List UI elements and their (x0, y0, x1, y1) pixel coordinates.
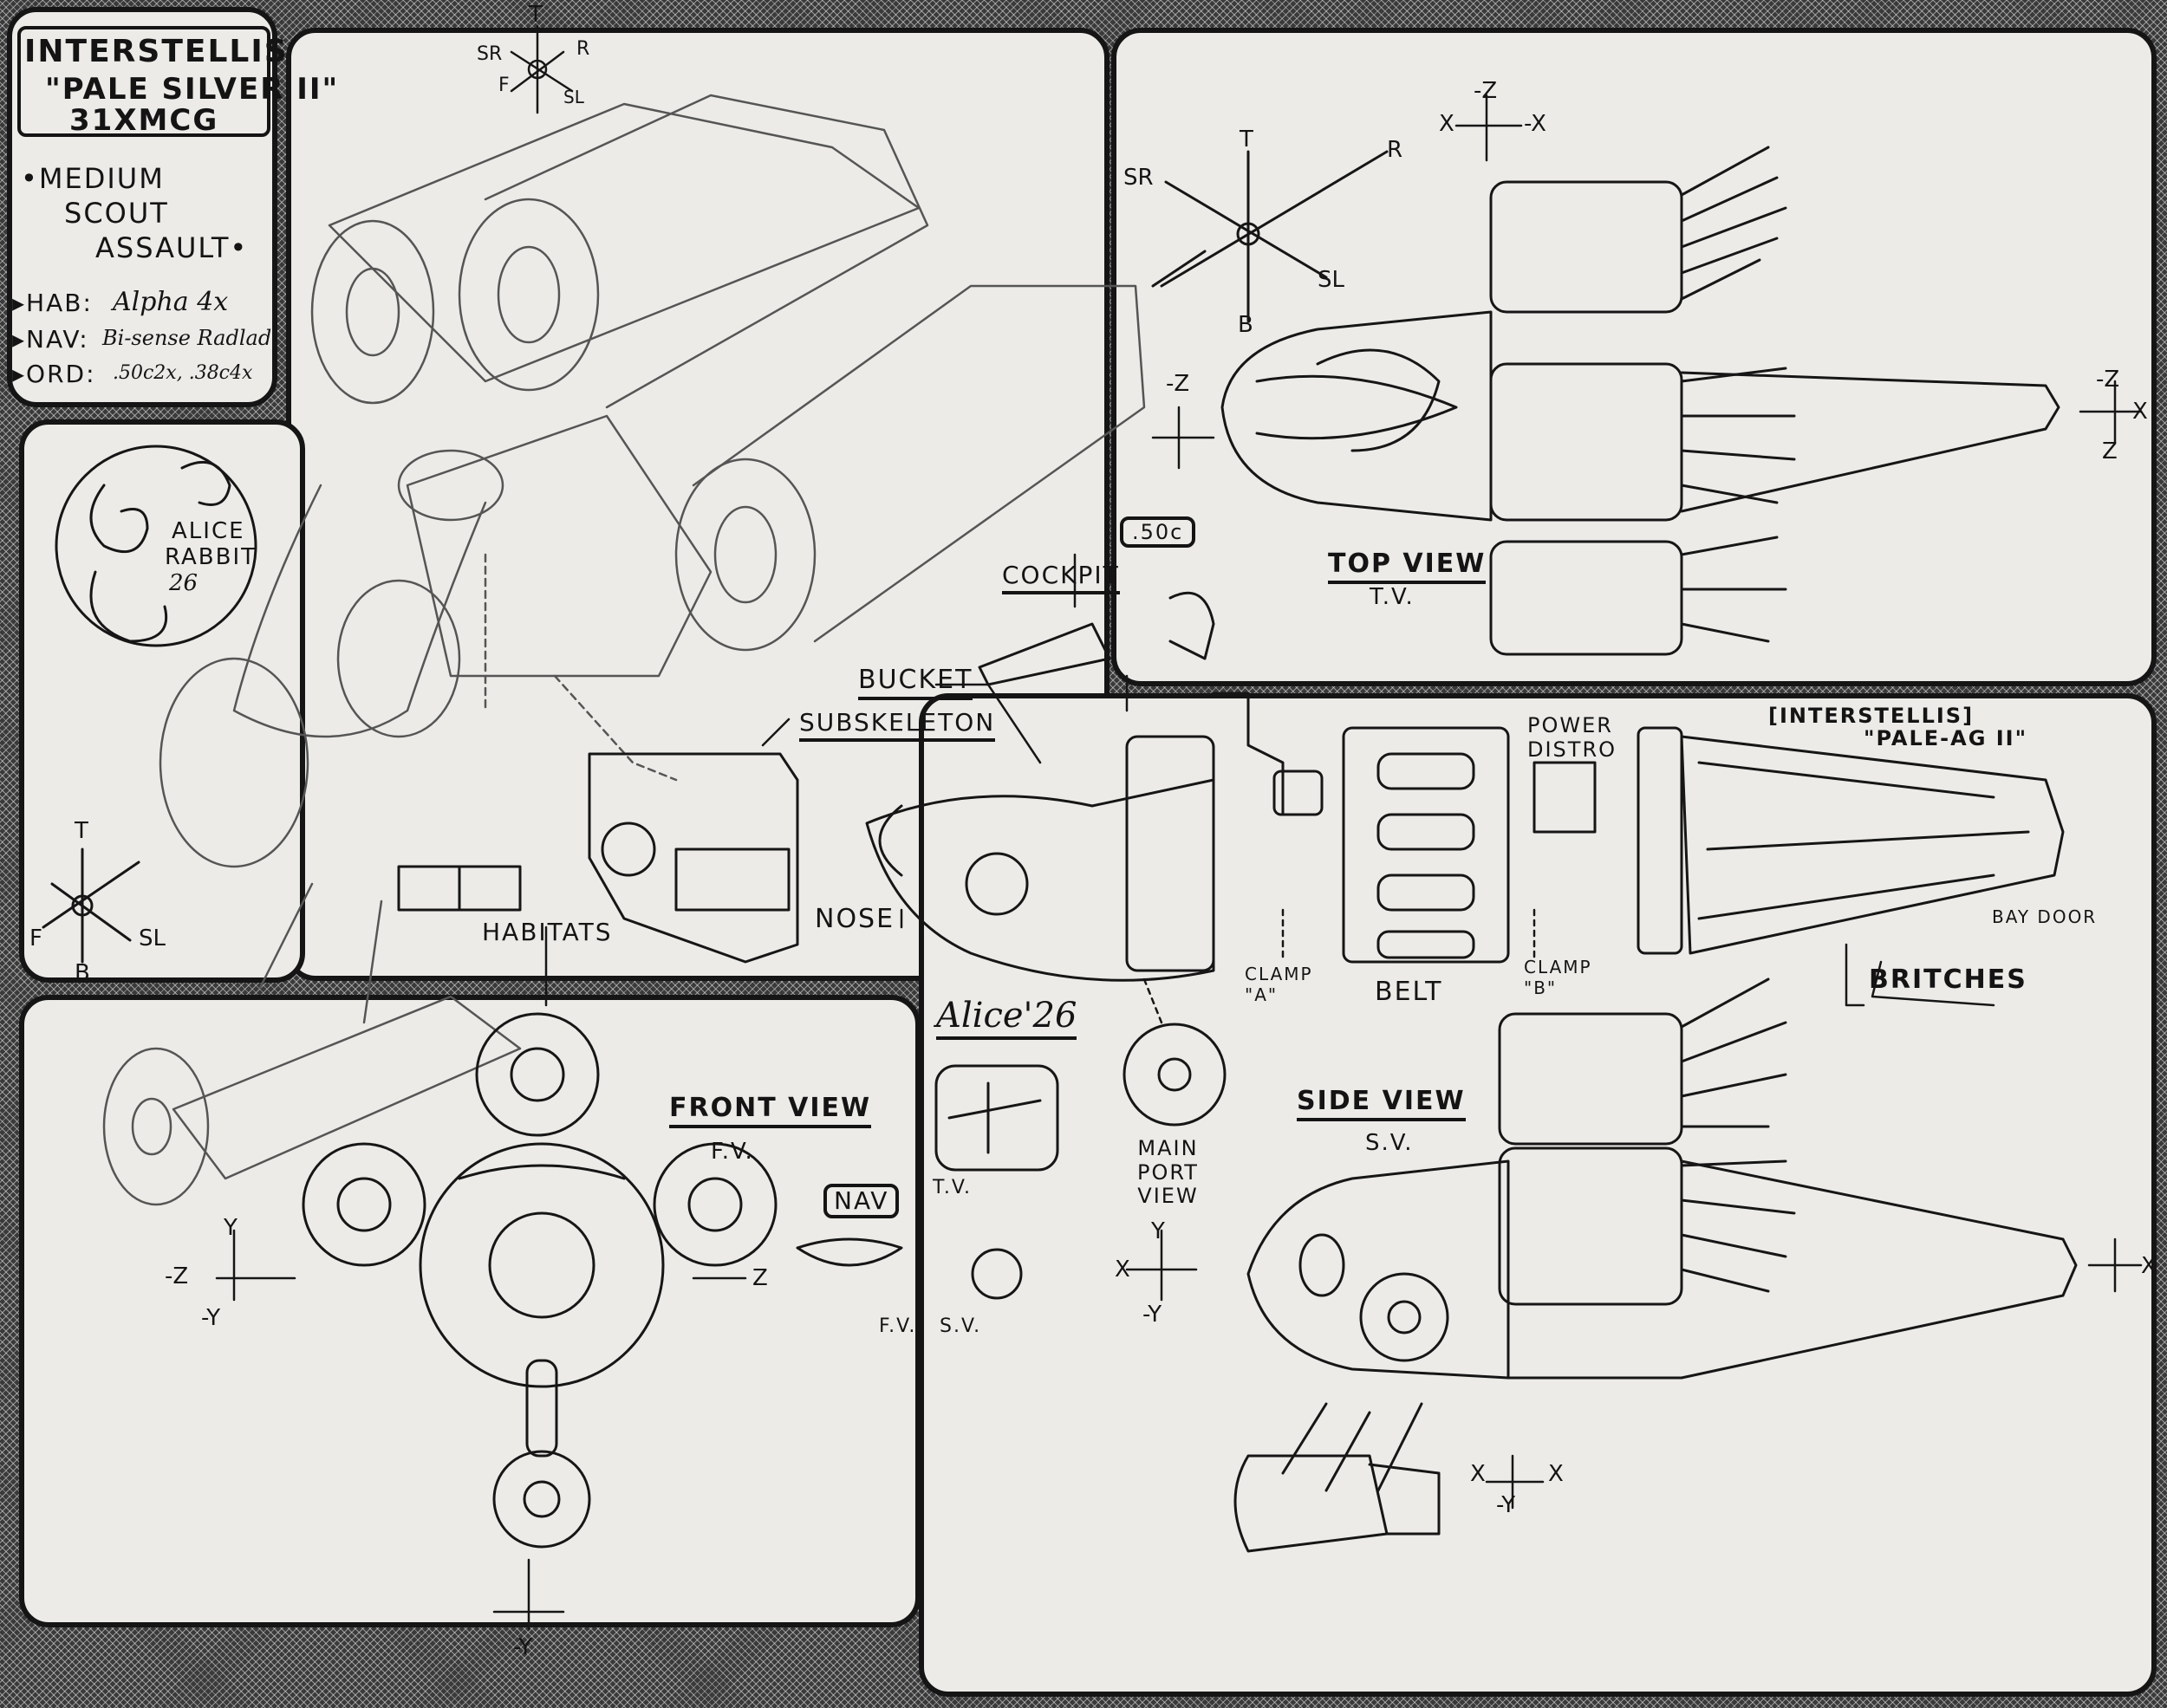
part-label-nose: NOSE (815, 904, 895, 934)
compass-left-b: B (75, 960, 90, 986)
class-line-2: SCOUT (64, 197, 169, 230)
axes-front (215, 1229, 2143, 1631)
signature: Alice'26 (936, 998, 1077, 1040)
compass-small-sr: SR (477, 43, 503, 65)
compass-left-f: F (29, 925, 42, 951)
logo-line-1: ALICE (172, 518, 245, 544)
spec-nav-value: Bi-sense Radlad (102, 326, 272, 350)
compass-top-b: B (1238, 312, 1253, 338)
compass-left (42, 848, 140, 964)
class-line-1: •MEDIUM (21, 162, 165, 195)
ship-code: 31XMCG (69, 103, 219, 138)
front-view-panel (19, 995, 921, 1627)
compass-top-r: R (1387, 137, 1403, 163)
side-view-abbr: S.V. (1365, 1130, 1414, 1156)
logo-line-3: 26 (169, 570, 198, 596)
part-label-main-port-view: MAIN PORT VIEW (1137, 1136, 1199, 1209)
axis-tv-right-z: -Z (2096, 367, 2120, 393)
spec-ord-key: ▸ORD: (12, 360, 96, 388)
compass-top-sl: SL (1318, 267, 1344, 293)
compass-left-sl: SL (139, 925, 166, 951)
compass-small-sl: SL (563, 87, 584, 107)
axis-sv-bottom-x2: X (1548, 1461, 1564, 1487)
isometric-ship (102, 94, 1146, 1206)
class-line-3: ASSAULT• (95, 231, 249, 264)
part-label-bay-door: BAY DOOR (1992, 906, 2098, 927)
part-label-power-distro: POWER DISTRO (1527, 713, 1617, 762)
axis-tv-x-left: X (1439, 111, 1454, 137)
title-block-panel (7, 7, 277, 407)
hull-marking-1: [INTERSTELLIS] (1768, 704, 1975, 728)
hull-marking-2: "PALE-AG II" (1864, 726, 2028, 750)
part-label-clamp-a: CLAMP "A" (1245, 964, 1313, 1005)
logo-spiral (55, 445, 257, 647)
spec-nav-key: ▸NAV: (12, 325, 89, 354)
axis-tv-neg-x: -X (1524, 111, 1546, 137)
front-view-label: FRONT VIEW (669, 1095, 872, 1128)
part-label-habitats: HABITATS (482, 918, 613, 946)
compass-top-small (510, 24, 574, 114)
title-frame (17, 26, 270, 137)
part-label-clamp-b: CLAMP "B" (1524, 957, 1592, 998)
side-view-label: SIDE VIEW (1297, 1088, 1466, 1121)
axis-tv-neg-z: -Z (1474, 78, 1498, 104)
exploded-parts (397, 591, 2065, 1127)
compass-small-r: R (576, 38, 590, 60)
front-view-abbr: F.V. (711, 1139, 754, 1165)
part-label-britches: BRITCHES (1869, 964, 2027, 995)
axis-tv-left-z: -Z (1166, 371, 1190, 397)
axis-fv-bottom: -Y (513, 1634, 533, 1660)
nav-label: NAV (823, 1184, 900, 1218)
part-label-subskeleton: SUBSKELETON (799, 711, 996, 742)
compass-top-t: T (1240, 127, 1253, 153)
axis-fv-z: Z (752, 1265, 768, 1291)
part-label-cockpit: COCKPIT (1002, 563, 1120, 594)
nav-fv: F.V. (879, 1315, 917, 1337)
axis-tv-right-z2: Z (2102, 438, 2118, 464)
axis-sv-x: X (1115, 1257, 1130, 1283)
nav-sv: S.V. (940, 1315, 982, 1337)
top-view-ship (1220, 146, 2060, 656)
top-view-panel (1111, 28, 2157, 686)
top-view-abbr: T.V. (1370, 584, 1415, 610)
part-label-50c: .50c (1120, 516, 1196, 548)
spec-hab-value: Alpha 4x (113, 287, 229, 317)
top-view-label: TOP VIEW (1328, 551, 1487, 584)
axis-sv-bottom-y: -Y (1496, 1492, 1516, 1518)
axis-fv-y: Y (224, 1215, 238, 1241)
nav-inset-tv: T.V. (933, 1177, 973, 1198)
side-view-ship (1233, 977, 2078, 1553)
axis-tv-right-x: X (2132, 399, 2148, 425)
spec-hab-key: ▸HAB: (12, 289, 93, 317)
compass-top-view (1151, 150, 1389, 322)
ship-manufacturer: INTERSTELLIS (24, 34, 289, 69)
axis-sv-y: Y (1151, 1218, 1165, 1244)
exploded-parts-panel (919, 693, 2157, 1697)
axis-fv-neg-z: -Z (165, 1263, 189, 1289)
axis-sv-bottom-x1: X (1470, 1461, 1486, 1487)
compass-left-t: T (75, 818, 88, 844)
axes-top-view (1151, 94, 2143, 470)
compass-small-t: T (529, 2, 543, 28)
axis-sv-neg-y: -Y (1142, 1302, 1162, 1328)
part-label-bucket: BUCKET (858, 667, 973, 700)
left-logo-panel (19, 419, 305, 983)
axis-sv-right: X (2141, 1253, 2157, 1279)
logo-line-2: RABBIT (165, 544, 257, 570)
leader-lines (544, 553, 1995, 1024)
front-view-ship (302, 1012, 1059, 1549)
part-label-belt: BELT (1375, 977, 1443, 1007)
compass-top-sr: SR (1123, 165, 1154, 191)
ship-name: "PALE SILVER II" (45, 72, 340, 107)
spec-ord-value: .50c2x, .38c4x (113, 362, 253, 384)
axis-fv-neg-y: -Y (201, 1305, 221, 1331)
compass-small-f: F (498, 75, 510, 96)
